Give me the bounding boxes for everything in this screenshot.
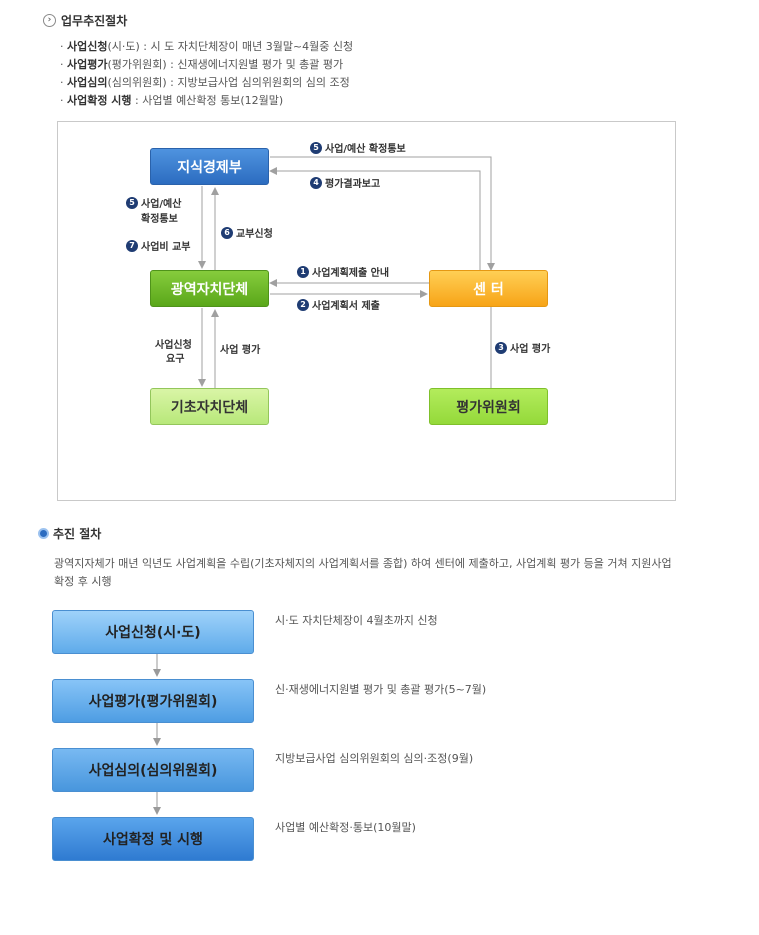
label-step7: 7 사업비 교부	[126, 238, 190, 253]
step-number-badge: 3	[495, 341, 507, 354]
summary-item-bold: 사업확정 시행	[67, 94, 132, 107]
summary-item-bold: 사업신청	[67, 40, 108, 53]
step-number-badge: 6	[221, 226, 233, 239]
step-number-badge: 2	[297, 298, 309, 311]
label-request-line2: 요구	[166, 354, 185, 365]
edge-4	[269, 167, 481, 270]
label-step3: 3 사업 평가	[495, 340, 550, 355]
label-request: 사업신청	[155, 340, 192, 351]
step-review: 사업심의(심의위원회)	[52, 748, 254, 792]
label-text: 사업계획서 제출	[312, 301, 380, 312]
step-evaluation: 사업평가(평가위원회)	[52, 679, 254, 723]
summary-item-rest: : 사업별 예산확정 통보(12월말)	[131, 94, 284, 107]
step-number-badge: 1	[297, 265, 309, 278]
step-evaluation-desc: 신·재생에너지원별 평가 및 총괄 평가(5~7월)	[275, 683, 487, 696]
summary-item: · 사업확정 시행 : 사업별 예산확정 통보(12월말)	[60, 94, 284, 107]
label-text: 교부신청	[236, 229, 273, 240]
label-step1: 1 사업계획제출 안내	[297, 264, 389, 279]
label-evaluation: 사업 평가	[220, 345, 261, 356]
step-review-desc: 지방보급사업 심의위원회의 심의·조정(9월)	[275, 752, 474, 765]
bullet-icon	[38, 528, 49, 539]
label-step2: 2 사업계획서 제출	[297, 297, 380, 312]
label-text: 사업/예산	[141, 199, 182, 210]
step-confirmation-desc: 사업별 예산확정·통보(10월말)	[275, 821, 416, 834]
node-ministry: 지식경제부	[150, 148, 269, 185]
label-text: 사업 평가	[510, 344, 551, 355]
summary-item: · 사업심의(심의위원회) : 지방보급사업 심의위원회의 심의 조정	[60, 76, 350, 89]
flow-diagram	[57, 121, 676, 501]
label-step5-top: 5 사업/예산 확정통보	[310, 140, 406, 155]
step-number-badge: 5	[310, 141, 322, 154]
step-number-badge: 7	[126, 239, 138, 252]
summary-item-rest: : 지방보급사업 심의위원회의 심의 조정	[166, 76, 350, 89]
label-text: 사업계획제출 안내	[312, 268, 390, 279]
label-text: 사업/예산 확정통보	[325, 144, 406, 155]
step-application-desc: 시·도 자치단체장이 4월초까지 신청	[275, 614, 438, 627]
label-text: 사업비 교부	[141, 242, 191, 253]
chevron-right-icon: ›	[43, 14, 56, 27]
summary-item: · 사업신청(시·도) : 시 도 자치단체장이 매년 3월말~4월중 신청	[60, 40, 354, 53]
label-text: 평가결과보고	[325, 179, 381, 190]
node-metro-government: 광역자치단체	[150, 270, 269, 307]
summary-item-light: (심의위원회)	[107, 76, 167, 89]
label-step4: 4 평가결과보고	[310, 175, 380, 190]
section1-title-text: 업무추진절차	[61, 14, 128, 28]
edge-5-top	[270, 156, 495, 271]
summary-item-rest: : 시 도 자치단체장이 매년 3월말~4월중 신청	[139, 40, 354, 53]
node-center: 센 터	[429, 270, 548, 307]
section2-title: 추진 절차	[38, 525, 101, 542]
label-step5-left-line2: 확정통보	[141, 214, 178, 225]
section2-intro: 광역지자체가 매년 익년도 사업계획을 수립(기초자체지의 사업계획서를 종합)…	[54, 557, 672, 588]
step-number-badge: 4	[310, 176, 322, 189]
step-number-badge: 5	[126, 196, 138, 209]
summary-item-bold: 사업평가	[67, 58, 108, 71]
summary-item-bold: 사업심의	[67, 76, 108, 89]
label-step6: 6 교부신청	[221, 225, 273, 240]
section1-title: › 업무추진절차	[43, 12, 127, 29]
summary-list: · 사업신청(시·도) : 시 도 자치단체장이 매년 3월말~4월중 신청 ·…	[60, 38, 353, 110]
node-committee: 평가위원회	[429, 388, 548, 425]
step-confirmation: 사업확정 및 시행	[52, 817, 254, 861]
section2-title-text: 추진 절차	[53, 527, 102, 541]
summary-item-light: (평가위원회)	[107, 58, 167, 71]
node-local-government: 기초자치단체	[150, 388, 269, 425]
label-step5-left: 5 사업/예산	[126, 195, 181, 210]
step-application: 사업신청(시·도)	[52, 610, 254, 654]
summary-item-rest: : 신재생에너지원별 평가 및 총괄 평가	[166, 58, 344, 71]
summary-item-light: (시·도)	[107, 40, 140, 53]
summary-item: · 사업평가(평가위원회) : 신재생에너지원별 평가 및 총괄 평가	[60, 58, 344, 71]
